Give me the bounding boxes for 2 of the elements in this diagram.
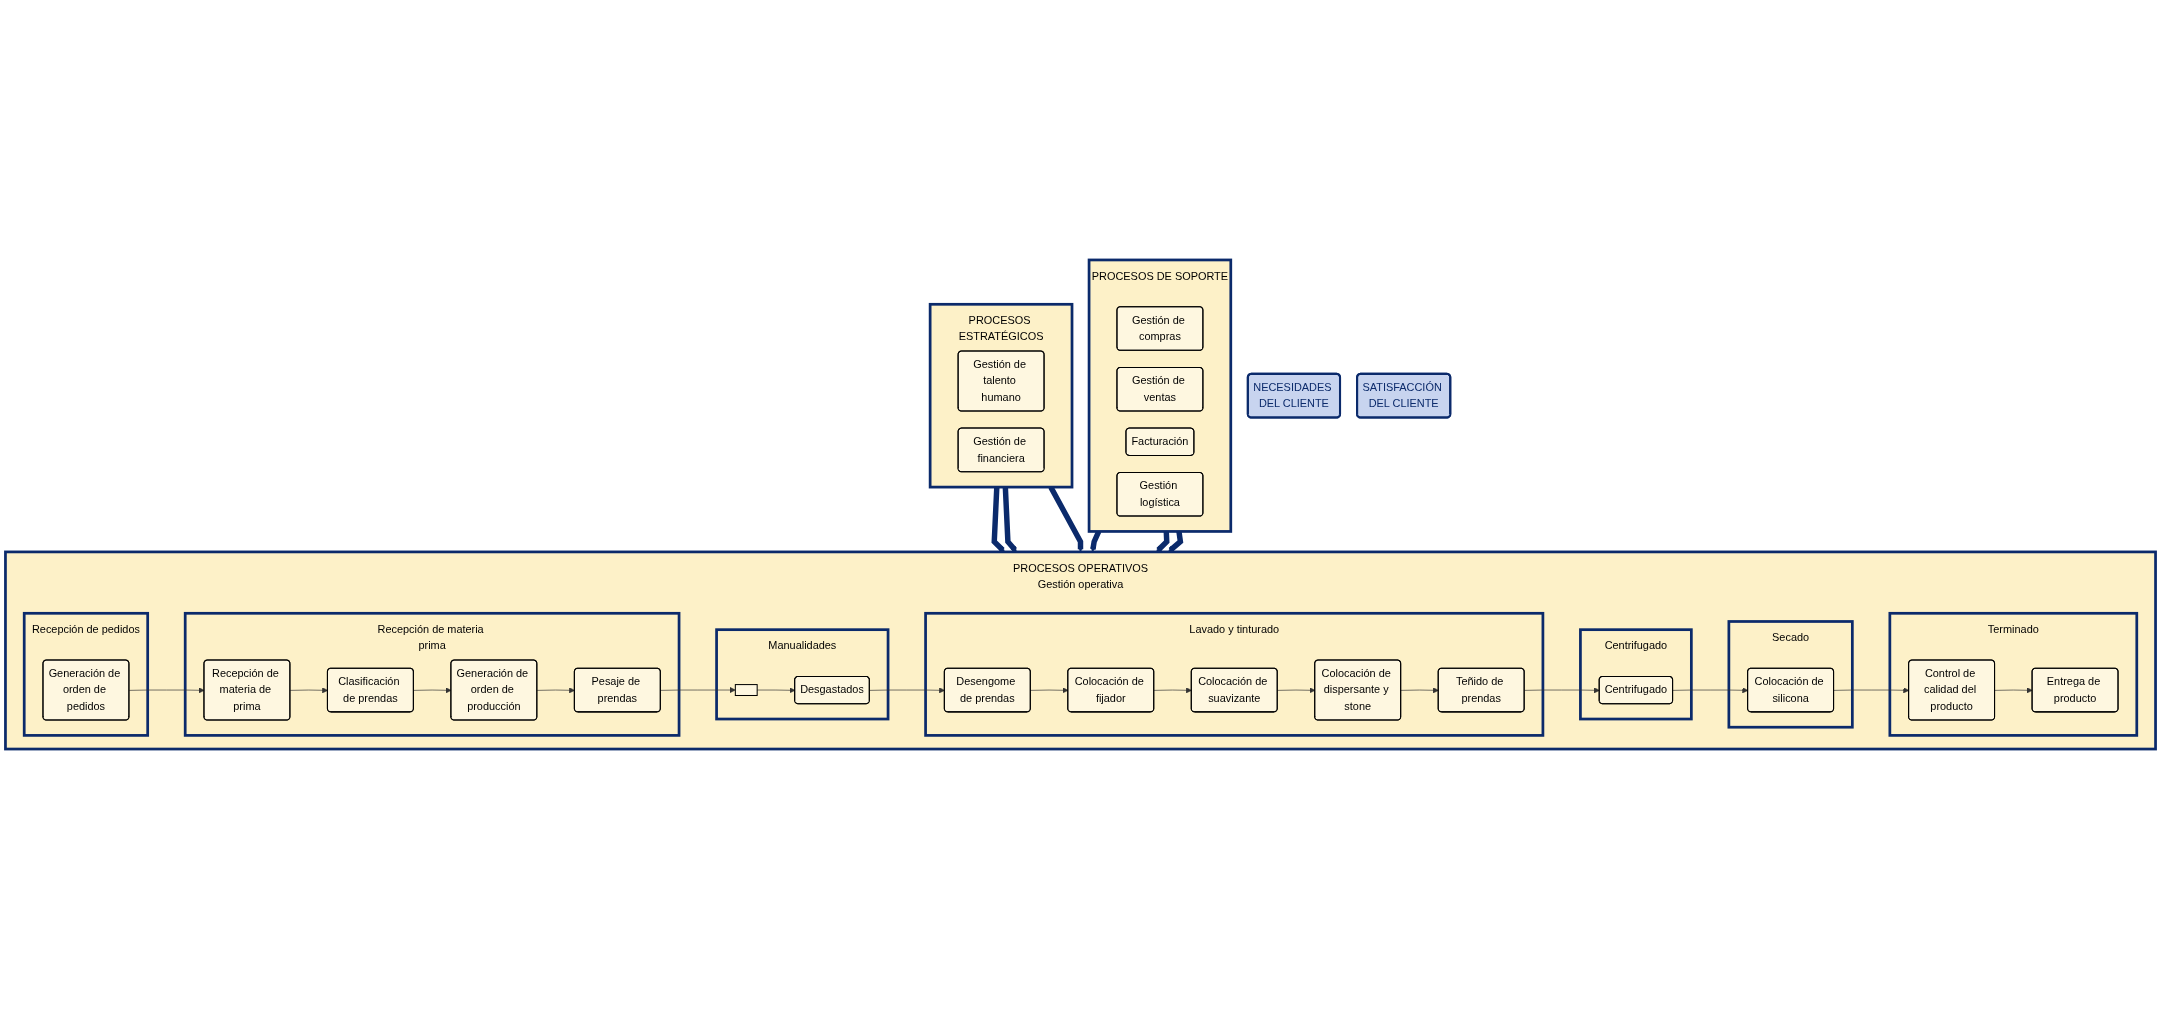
node-box <box>734 684 758 696</box>
arrow <box>1002 487 1017 553</box>
